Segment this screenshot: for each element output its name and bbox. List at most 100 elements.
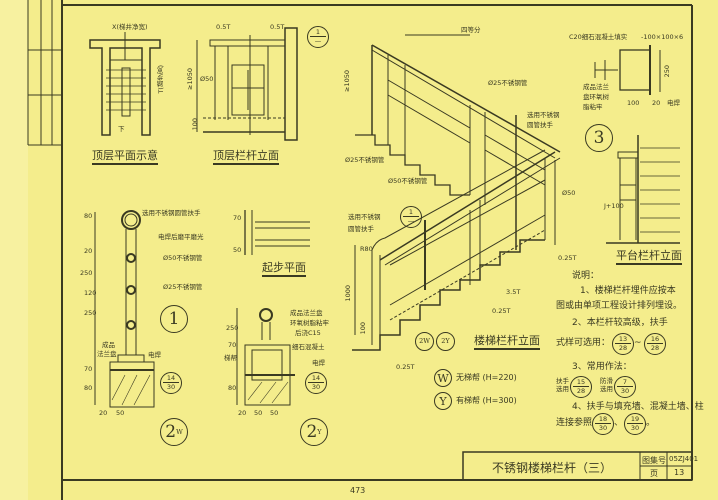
label-divide: 四等分 (461, 26, 481, 34)
label-2y-4: 细石混凝土 (292, 343, 325, 351)
caption-start-plan: 起步平面 (262, 262, 306, 277)
dim-100-e: 100 (359, 322, 367, 335)
note-3-l1b: 选用 (556, 385, 569, 393)
platform-elevation-drawing (606, 135, 680, 244)
detail-1-drawing (94, 210, 155, 408)
dim-250: 250 (663, 65, 671, 78)
label-weld-1: 电焊 (148, 351, 161, 359)
label-flange-1: 成品法兰 (583, 83, 609, 91)
caption-platform-elevation: 平台栏杆立面 (616, 250, 682, 265)
dim-50-start: 50 (233, 246, 242, 254)
label-pipe50-1: Ø50不锈钢管 (163, 254, 203, 262)
top-plan-drawing (89, 32, 161, 136)
legend-mark-y: Y (434, 392, 452, 410)
label-dia50: Ø50 (200, 75, 214, 83)
top-elevation-drawing (196, 27, 298, 141)
side-dim-2: 20 (84, 247, 93, 255)
dim-0-25t-b: 0.25T (396, 363, 415, 371)
dim-100: 100 (627, 99, 640, 107)
atlas-number: 05ZJ401 (669, 455, 699, 463)
dim-0-25t-c: 0.25T (558, 254, 577, 262)
label-flange-1a: 成品 (102, 341, 115, 349)
dim-20-y: 20 (238, 409, 247, 417)
page-label: 页 (650, 469, 658, 478)
note-4-end: 。 (646, 418, 656, 428)
label-handrail-3d-2: 圆管扶手 (527, 121, 553, 129)
side-dim-6: 70 (84, 365, 93, 373)
dim-70-start: 70 (233, 214, 242, 222)
note-3-l1a: 扶手 (556, 377, 569, 385)
detail-mark-3: 3 (585, 124, 613, 152)
dim-50-y-a: 50 (254, 409, 263, 417)
dim-20-w: 20 (99, 409, 108, 417)
dim-3d-height: ≥1050 (343, 70, 351, 92)
caption-top-elevation: 顶层栏杆立面 (213, 150, 279, 165)
label-pipe50: Ø50不锈钢管 (388, 177, 428, 185)
label-handrail-1: 选用不锈钢圆管扶手 (142, 209, 201, 217)
start-plan-drawing (244, 210, 310, 255)
label-2y-5: 电焊 (312, 359, 325, 367)
label-flange-3: 脂粘牢 (583, 103, 603, 111)
legend-mark-w: W (434, 369, 452, 387)
detail-3-drawing (594, 45, 661, 95)
label-handrail-e2: 圆管扶手 (348, 225, 374, 233)
dim-base: 100 (191, 118, 199, 131)
notes-heading: 说明： (572, 271, 600, 281)
side-dim-y1: 250 (226, 324, 239, 332)
label-well-width: X(梯井净宽) (112, 23, 148, 31)
side-dim-1: 80 (84, 212, 93, 220)
dim-height: ≥1050 (186, 68, 194, 90)
note-4b: 连接参照 (556, 418, 593, 428)
stair-elevation-drawing (352, 149, 546, 351)
detail-mark-1: 1 (160, 305, 188, 333)
label-down: 下 (118, 125, 125, 133)
label-plate: -100×100×6 (641, 33, 684, 41)
label-c20-fill: C20细石混凝土填实 (569, 33, 628, 41)
legend-text-w: 无梯帮 (H=220) (456, 373, 517, 382)
stair-detail-ref[interactable]: 1— (400, 206, 422, 228)
note-2a: 2、本栏杆较高级，扶手 (572, 318, 668, 328)
detail-ref-top[interactable]: 1— (307, 26, 329, 48)
side-dim-y3: 梯帮 (224, 354, 237, 362)
label-weld-polish: 电焊后磨平磨光 (158, 233, 204, 241)
drawing-title: 不锈钢楼梯栏杆（三） (492, 461, 613, 475)
label-pipe25-a: Ø25不锈钢管 (488, 79, 528, 87)
note-4a: 4、扶手与填充墙、混凝土墙、柱 (572, 402, 704, 412)
ref-2w[interactable]: 2W (415, 332, 434, 351)
dim-0-25t-a: 0.25T (492, 307, 511, 315)
label-weld-3: 电焊 (667, 99, 680, 107)
dim-j100: J+100 (604, 202, 624, 210)
dim-half-tread-a: 0.5T (216, 23, 231, 31)
note-1b: 图或由单项工程设计排列埋设。 (556, 301, 683, 311)
label-2y-1: 成品法兰盘 (290, 309, 323, 317)
page-number: 473 (350, 486, 366, 495)
dim-50-w: 50 (116, 409, 125, 417)
label-pipe25-1: Ø25不锈钢管 (163, 283, 203, 291)
side-dim-4: 120 (84, 289, 97, 297)
dim-half-tread-b: 0.5T (270, 23, 285, 31)
label-dia50-3d: Ø50 (562, 189, 576, 197)
note-2b: 式样可选用： (556, 338, 611, 348)
label-flange-2: 盘环氧树 (583, 93, 609, 101)
note-3-l2b: 选用 (600, 385, 613, 393)
note-3: 3、常用作法： (572, 362, 632, 372)
detail-2y-drawing (236, 308, 295, 406)
side-dim-3: 250 (80, 269, 93, 277)
label-tread-width: T(踏步宽) (157, 65, 165, 94)
note-2-sep: ~ (634, 338, 642, 348)
ref-2y[interactable]: 2Y (436, 332, 455, 351)
caption-top-plan: 顶层平面示意 (92, 150, 158, 165)
atlas-label: 图集号 (642, 456, 666, 465)
label-2y-2: 环氧树脂粘牢 (290, 319, 329, 327)
